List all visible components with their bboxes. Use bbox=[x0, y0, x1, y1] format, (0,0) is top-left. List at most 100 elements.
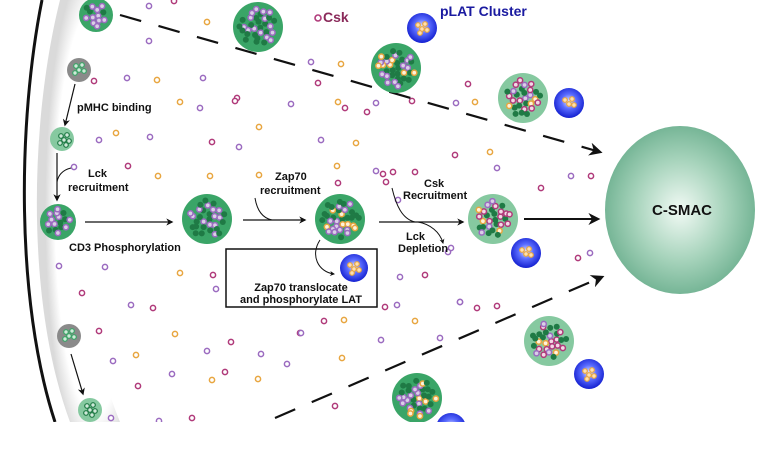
tcr-subunit bbox=[427, 401, 434, 408]
tcr-subunit bbox=[319, 217, 326, 224]
arrow-lck-depletion bbox=[417, 221, 445, 244]
tcr-subunit bbox=[400, 75, 407, 82]
zap70-molecule bbox=[340, 316, 348, 324]
csk-molecule bbox=[331, 402, 339, 410]
tcr-subunit bbox=[63, 329, 69, 335]
csk-molecule bbox=[363, 108, 371, 116]
lck-molecule bbox=[257, 350, 265, 358]
zap70-molecule bbox=[542, 339, 549, 347]
lck-molecule bbox=[127, 301, 135, 309]
tcr-subunit bbox=[79, 62, 85, 68]
csk-molecule bbox=[516, 97, 524, 104]
csk-molecule bbox=[516, 77, 524, 84]
tcr-subunit bbox=[58, 224, 65, 231]
lck-molecule bbox=[101, 263, 109, 271]
lck-molecule bbox=[331, 228, 338, 236]
tcr-subunit bbox=[60, 210, 67, 217]
tcr-subunit bbox=[92, 408, 98, 414]
lck-molecule bbox=[145, 37, 153, 45]
csk-molecule bbox=[475, 213, 483, 220]
lck-molecule bbox=[199, 74, 207, 82]
lck-molecule bbox=[456, 298, 464, 306]
arrow-zap70-entry bbox=[254, 197, 273, 221]
tcr-subunit bbox=[533, 88, 540, 95]
phospho-lat bbox=[424, 27, 430, 33]
label-zap70-recruitment-2: recruitment bbox=[260, 185, 321, 197]
csk-molecule bbox=[408, 97, 416, 105]
lck-molecule bbox=[100, 16, 108, 24]
tcr-subunit bbox=[405, 387, 412, 394]
arrow-pmhc-binding bbox=[62, 83, 76, 127]
tcr-subunit bbox=[429, 388, 436, 395]
microcluster-zap70 bbox=[315, 194, 365, 244]
label-lck-recruitment-2: recruitment bbox=[68, 182, 129, 194]
tcr-subunit bbox=[261, 39, 268, 46]
tcr-subunit bbox=[198, 230, 205, 237]
tcr-subunit bbox=[405, 76, 412, 83]
lck-molecule bbox=[95, 136, 103, 144]
tcr-subunit bbox=[90, 402, 96, 408]
csk-molecule bbox=[314, 79, 322, 87]
lck-molecule bbox=[48, 216, 55, 223]
arrow-pmhc-binding-bottom bbox=[70, 353, 85, 396]
csk-molecule bbox=[320, 317, 328, 325]
phospho-lat bbox=[526, 246, 532, 252]
arrow-lck-entry bbox=[56, 167, 72, 183]
label-lck-recruitment-1: Lck bbox=[88, 168, 108, 180]
lck-molecule bbox=[444, 248, 452, 256]
tcr-subunit bbox=[202, 197, 209, 204]
tcr-subunit bbox=[389, 72, 396, 79]
tcr-subunit bbox=[248, 21, 255, 28]
tcr-subunit bbox=[512, 110, 519, 117]
tcr-subunit bbox=[421, 392, 428, 399]
lck-molecule bbox=[248, 9, 256, 17]
csk-molecule bbox=[221, 368, 229, 376]
tcr-subunit bbox=[395, 65, 402, 72]
csk-molecule bbox=[492, 202, 499, 210]
csk-molecule bbox=[548, 343, 556, 350]
tcr-subunit bbox=[523, 111, 530, 118]
plat-cluster-upper bbox=[554, 88, 584, 118]
csk-molecule bbox=[231, 97, 239, 105]
lck-molecule bbox=[478, 229, 486, 236]
tcr-subunit bbox=[389, 67, 396, 74]
microcluster-upper-3 bbox=[371, 43, 421, 93]
lck-molecule bbox=[203, 347, 211, 355]
legend-csk: Csk bbox=[323, 9, 349, 25]
tcr-subunit bbox=[189, 224, 196, 231]
lck-molecule bbox=[545, 348, 553, 356]
phospho-lat bbox=[519, 247, 525, 253]
tcr-subunit bbox=[271, 17, 278, 24]
tcr-subunit bbox=[504, 88, 511, 95]
zap70-molecule bbox=[206, 172, 214, 180]
lck-molecule bbox=[510, 87, 517, 95]
phospho-lat bbox=[566, 101, 572, 107]
lck-molecule bbox=[396, 273, 404, 281]
tcr-subunit bbox=[394, 70, 401, 77]
tcr-subunit bbox=[355, 214, 362, 221]
lck-molecule bbox=[123, 74, 131, 82]
lck-molecule bbox=[216, 214, 224, 221]
tcr-subunit bbox=[242, 36, 249, 43]
lck-molecule bbox=[344, 229, 351, 237]
zap70-molecule bbox=[154, 172, 162, 180]
tcr-subunit bbox=[210, 200, 217, 207]
lck-molecule bbox=[326, 217, 334, 225]
csk-molecule bbox=[534, 99, 542, 106]
tcr-subunit bbox=[244, 31, 251, 38]
lck-molecule bbox=[489, 197, 496, 205]
lck-molecule bbox=[393, 301, 401, 309]
phospho-lat bbox=[584, 376, 590, 382]
csmac-region bbox=[605, 126, 755, 294]
csk-molecule bbox=[381, 303, 389, 311]
lck-molecule bbox=[307, 58, 315, 66]
csk-molecule bbox=[486, 217, 493, 225]
arrow-zap70-translocate bbox=[315, 239, 335, 276]
tcr-subunit bbox=[200, 224, 207, 231]
zap70-molecule bbox=[375, 62, 382, 70]
plat-cluster-lower-1 bbox=[437, 413, 465, 422]
csk-molecule bbox=[451, 151, 459, 159]
tcr-subunit bbox=[398, 389, 405, 396]
lck-molecule bbox=[521, 94, 529, 102]
label-csk-recruitment-2: Recruitment bbox=[403, 190, 468, 202]
